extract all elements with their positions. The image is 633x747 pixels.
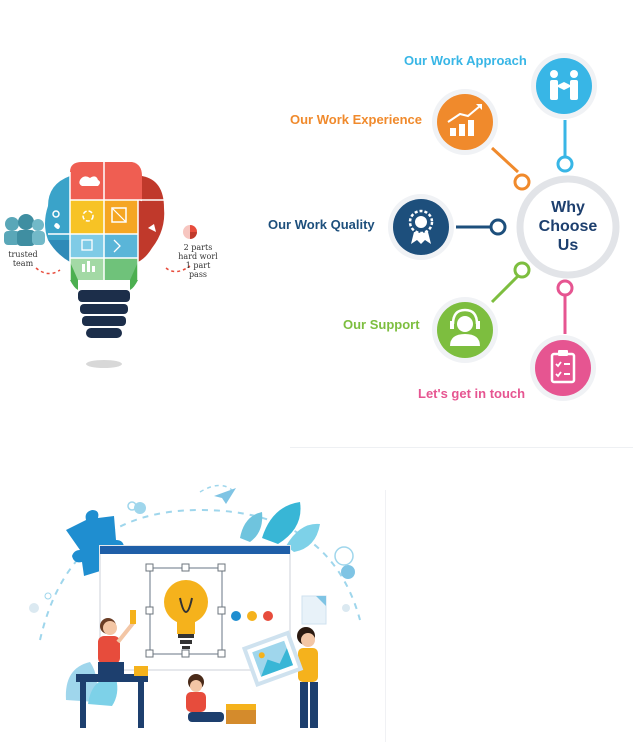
pie-chart-icon xyxy=(183,225,197,239)
center-line-2: Choose xyxy=(538,217,598,235)
trusted-team-line-2: team xyxy=(12,259,34,268)
label-our-work-experience: Our Work Experience xyxy=(290,112,422,127)
painter-person-figure xyxy=(76,610,148,728)
handshake-icon xyxy=(550,70,578,100)
label-our-support: Our Support xyxy=(343,317,420,332)
diagram-connectors xyxy=(388,53,620,401)
center-line-1: Why xyxy=(551,198,585,216)
puzzle-lightbulb-illustration xyxy=(4,162,197,368)
creative-team-illustration xyxy=(29,484,361,728)
touch-icon-circle xyxy=(535,340,591,396)
color-dot-blue xyxy=(231,611,241,621)
headset-support-icon xyxy=(450,308,480,346)
quality-badge-icon xyxy=(408,209,434,244)
label-our-work-quality: Our Work Quality xyxy=(268,217,375,232)
box xyxy=(226,708,256,724)
creative-team-illustration-panel xyxy=(0,450,633,742)
desk xyxy=(76,674,148,682)
paper-plane-icon xyxy=(214,488,236,504)
center-line-3: Us xyxy=(557,236,579,254)
trusted-team-label: trusted team xyxy=(8,250,38,268)
sitting-person-figure xyxy=(186,674,256,724)
lightbulb-icon xyxy=(164,580,208,649)
parts-line-1: 2 parts xyxy=(183,243,213,252)
trusted-team-line-1: trusted xyxy=(8,250,38,259)
section-divider xyxy=(290,447,633,448)
why-choose-us-center: Why Choose Us xyxy=(520,181,616,271)
decor-dot xyxy=(134,502,146,514)
cloud-icon xyxy=(79,176,100,186)
label-lets-get-in-touch: Let's get in touch xyxy=(418,386,526,401)
label-our-work-approach: Our Work Approach xyxy=(404,53,527,68)
experience-icon-circle xyxy=(437,94,493,150)
color-dot-red xyxy=(263,611,273,621)
parts-line-3: 1 part pass xyxy=(185,261,211,279)
center-ring xyxy=(516,175,620,279)
trusted-team-icon xyxy=(4,214,45,246)
leaf-decor xyxy=(262,502,301,544)
picture-frame xyxy=(241,630,304,688)
section-divider-vertical xyxy=(385,490,386,742)
parts-line-2: hard worl xyxy=(178,252,218,261)
clipboard-checklist-icon xyxy=(550,350,576,384)
growth-chart-icon xyxy=(447,104,482,136)
why-choose-us-infographic: trusted team 2 parts hard worl 1 part pa… xyxy=(4,53,620,401)
parts-label: 2 parts hard worl 1 part pass xyxy=(178,243,218,279)
standing-person-figure xyxy=(241,627,318,728)
color-dot-yellow xyxy=(247,611,257,621)
